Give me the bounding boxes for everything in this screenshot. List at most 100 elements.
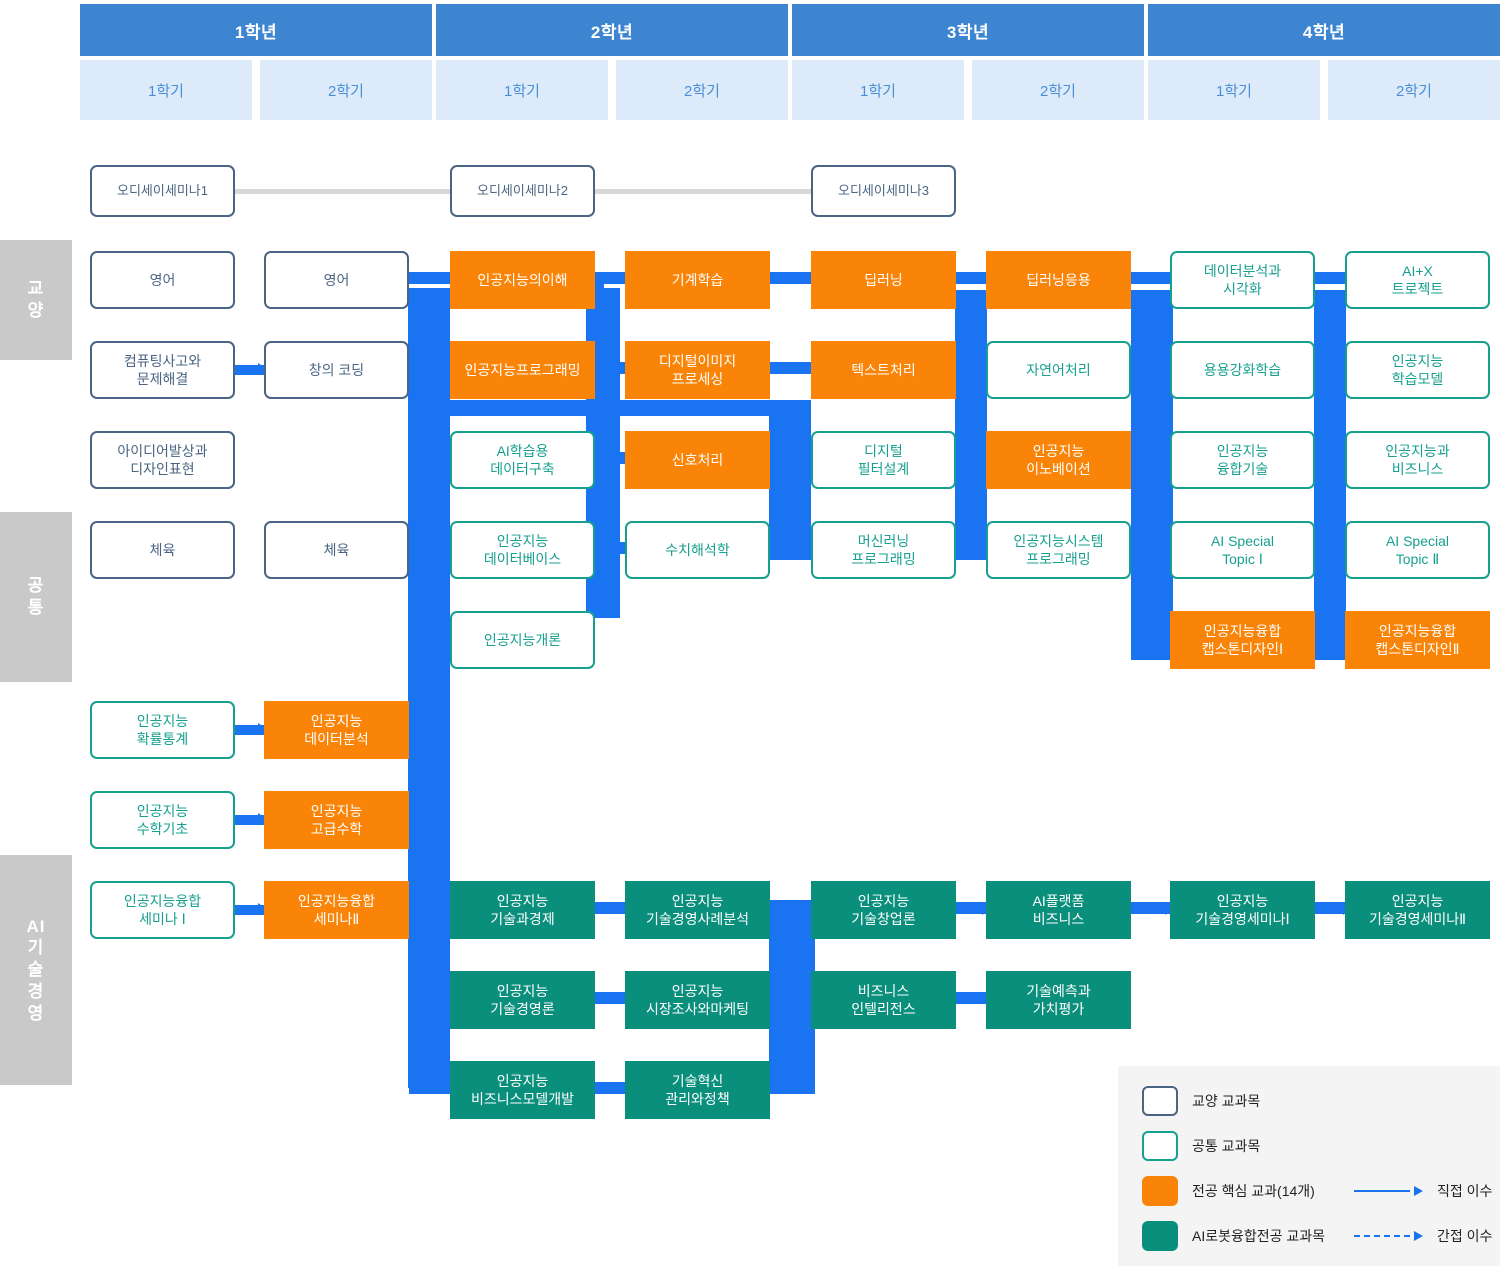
course-box[interactable]: 인공지능과 비즈니스 (1345, 431, 1490, 489)
course-box[interactable]: 인공지능개론 (450, 611, 595, 669)
connector-bar-9 (409, 542, 454, 554)
course-box[interactable]: 인공지능 기술경영세미나Ⅱ (1345, 881, 1490, 939)
course-box[interactable]: 비즈니스 인텔리전스 (811, 971, 956, 1029)
course-box[interactable]: 인공지능의이해 (450, 251, 595, 309)
course-box[interactable]: 인공지능 데이터분석 (264, 701, 409, 759)
course-box[interactable]: 용용강화학습 (1170, 341, 1315, 399)
course-box[interactable]: AI플랫폼 비즈니스 (986, 881, 1131, 939)
course-box[interactable]: 디지털이미지 프로세싱 (625, 341, 770, 399)
legend-item-gongtong: 공통 교과목 (1142, 1131, 1442, 1161)
arrow-link-1 (236, 727, 258, 732)
course-box[interactable]: 영어 (264, 251, 409, 309)
connector-bar-37 (955, 290, 987, 560)
course-box[interactable]: 영어 (90, 251, 235, 309)
seminar-box-3[interactable]: 오디세이세미나3 (811, 165, 956, 217)
legend-swatch-gongtong (1142, 1131, 1178, 1161)
connector-bar-7 (409, 362, 454, 374)
course-box[interactable]: 기계학습 (625, 251, 770, 309)
legend-item-core: 전공 핵심 교과(14개) (1142, 1176, 1442, 1206)
course-box[interactable]: 자연어처리 (986, 341, 1131, 399)
course-box[interactable]: 수치해석학 (625, 521, 770, 579)
course-box[interactable]: 인공지능 시장조사와마케팅 (625, 971, 770, 1029)
course-box[interactable]: 기술혁신 관리와정책 (625, 1061, 770, 1119)
legend-arrow-label: 직접 이수 (1437, 1183, 1493, 1199)
course-box[interactable]: 인공지능 이노베이션 (986, 431, 1131, 489)
course-box[interactable]: 인공지능 기술과경제 (450, 881, 595, 939)
connector-bar-8 (409, 452, 454, 464)
category-rail-char: 양 (27, 301, 45, 320)
arrow-head-1 (258, 723, 267, 735)
course-box[interactable]: 인공지능 학습모델 (1345, 341, 1490, 399)
course-box[interactable]: 신호처리 (625, 431, 770, 489)
semester-header-5: 1학기 (792, 60, 964, 120)
course-box[interactable]: 디지털 필터설계 (811, 431, 956, 489)
course-box[interactable]: 인공지능 수학기초 (90, 791, 235, 849)
course-box[interactable]: 인공지능 확률통계 (90, 701, 235, 759)
course-box[interactable]: 딥러닝 (811, 251, 956, 309)
connector-bar-52 (450, 400, 600, 416)
legend-item-gyoyang: 교양 교과목 (1142, 1086, 1442, 1116)
course-box[interactable]: 인공지능 기술경영세미나Ⅰ (1170, 881, 1315, 939)
semester-header-8: 2학기 (1328, 60, 1500, 120)
course-box[interactable]: 인공지능 비즈니스모델개발 (450, 1061, 595, 1119)
connector-bar-30 (769, 900, 815, 1090)
year-header-1: 1학년 (80, 4, 432, 56)
year-header-3: 3학년 (792, 4, 1144, 56)
category-rail-char: 공 (27, 576, 45, 596)
connector-bar-38 (1131, 272, 1173, 284)
course-box[interactable]: 인공지능 데이터베이스 (450, 521, 595, 579)
course-box[interactable]: 인공지능 기술창업론 (811, 881, 956, 939)
semester-header-7: 1학기 (1148, 60, 1320, 120)
seminar-link-1 (235, 189, 450, 194)
year-header-4: 4학년 (1148, 4, 1500, 56)
course-box[interactable]: AI Special Topic Ⅱ (1345, 521, 1490, 579)
semester-header-1: 1학기 (80, 60, 252, 120)
course-box[interactable]: 인공지능융합 세미나 Ⅰ (90, 881, 235, 939)
course-box[interactable]: 인공지능 융합기술 (1170, 431, 1315, 489)
seminar-box-1[interactable]: 오디세이세미나1 (90, 165, 235, 217)
connector-bar-21 (586, 272, 604, 562)
legend-label: 교양 교과목 (1192, 1093, 1261, 1109)
connector-bar-53 (618, 400, 778, 416)
arrow-link-5 (1131, 907, 1165, 912)
course-box[interactable]: 텍스트처리 (811, 341, 956, 399)
course-box[interactable]: AI학습용 데이터구축 (450, 431, 595, 489)
category-rail-char: 통 (27, 598, 45, 617)
course-box[interactable]: 체육 (90, 521, 235, 579)
connector-bar-44 (1131, 290, 1173, 660)
legend-swatch-airobot (1142, 1221, 1178, 1251)
arrow-link-4 (956, 907, 982, 912)
course-box[interactable]: 인공지능융합 캡스톤디자인Ⅱ (1345, 611, 1490, 669)
arrow-link-2 (236, 817, 258, 822)
category-rail-char: 교 (27, 279, 45, 299)
seminar-box-2[interactable]: 오디세이세미나2 (450, 165, 595, 217)
course-box[interactable]: 기술예측과 가치평가 (986, 971, 1131, 1029)
course-box[interactable]: 인공지능 기술경영론 (450, 971, 595, 1029)
legend-line-dashed (1354, 1235, 1410, 1237)
course-box[interactable]: 창의 코딩 (264, 341, 409, 399)
course-box[interactable]: 컴퓨팅사고와 문제해결 (90, 341, 235, 399)
course-box[interactable]: 인공지능융합 캡스톤디자인Ⅰ (1170, 611, 1315, 669)
arrow-link-3 (236, 907, 258, 912)
course-box[interactable]: 데이터분석과 시각화 (1170, 251, 1315, 309)
course-box[interactable]: 체육 (264, 521, 409, 579)
course-box[interactable]: 머신러닝 프로그래밍 (811, 521, 956, 579)
legend-item-airobot: AI로봇융합전공 교과목 (1142, 1221, 1442, 1251)
arrow-head-3 (258, 903, 267, 915)
course-box[interactable]: 인공지능프로그래밍 (450, 341, 595, 399)
legend-arrowhead-dashed (1414, 1231, 1423, 1241)
semester-header-2: 2학기 (260, 60, 432, 120)
course-box[interactable]: 인공지능 고급수학 (264, 791, 409, 849)
connector-bar-29 (769, 400, 811, 560)
course-box[interactable]: 아이디어발상과 디자인표현 (90, 431, 235, 489)
course-box[interactable]: 인공지능시스템 프로그래밍 (986, 521, 1131, 579)
course-box[interactable]: 인공지능 기술경영사례분석 (625, 881, 770, 939)
course-box[interactable]: 딥러닝응용 (986, 251, 1131, 309)
course-box[interactable]: 인공지능융합 세미나Ⅱ (264, 881, 409, 939)
course-box[interactable]: AI+X 트로젝트 (1345, 251, 1490, 309)
course-box[interactable]: AI Special Topic Ⅰ (1170, 521, 1315, 579)
category-rail-char: AI (26, 916, 46, 936)
